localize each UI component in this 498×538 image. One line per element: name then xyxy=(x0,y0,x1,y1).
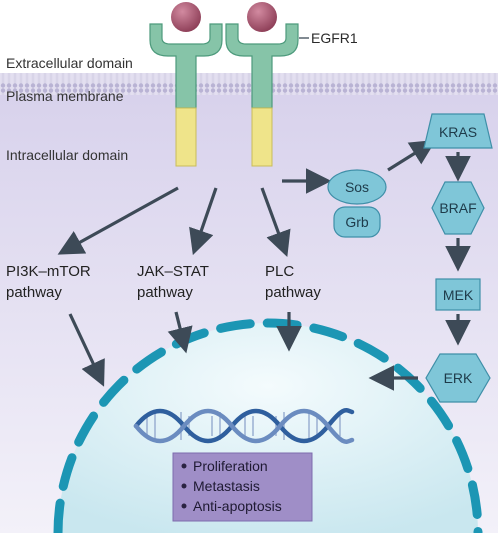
sos-label: Sos xyxy=(345,179,369,195)
jak-pathway-line1: JAK–STAT xyxy=(137,263,209,280)
extracellular-label: Extracellular domain xyxy=(6,55,133,71)
membrane-label: Plasma membrane xyxy=(6,88,124,104)
ligand-left xyxy=(171,2,201,32)
receptor-label: EGFR1 xyxy=(311,30,358,46)
braf-node: BRAF xyxy=(431,181,485,235)
grb-node: Grb xyxy=(333,206,381,238)
kras-node: KRAS xyxy=(423,113,493,149)
bullet-icon xyxy=(181,503,187,509)
plc-pathway-line1: PLC xyxy=(265,263,294,280)
ligand-right xyxy=(247,2,277,32)
bullet-icon xyxy=(181,463,187,469)
erk-label: ERK xyxy=(444,370,473,386)
plasma-membrane xyxy=(0,73,498,95)
arrow-to-plc xyxy=(260,187,291,258)
outcome-anti-apoptosis: Anti-apoptosis xyxy=(193,498,282,514)
arrow-pi3k-to-nucleus xyxy=(68,313,105,387)
receptor-right xyxy=(225,2,299,167)
sos-node: Sos xyxy=(327,169,387,205)
mek-node: MEK xyxy=(435,278,481,311)
arrow-to-pi3k xyxy=(57,186,179,255)
pi3k-pathway-line2: pathway xyxy=(6,284,62,301)
signal-arrows xyxy=(57,139,471,391)
intracellular-label: Intracellular domain xyxy=(6,147,128,163)
kras-label: KRAS xyxy=(439,124,477,140)
arrow-jak-to-nucleus xyxy=(167,311,193,354)
dna-helix xyxy=(133,408,355,444)
arrow-to-kras xyxy=(387,139,437,172)
mek-label: MEK xyxy=(443,287,474,303)
nuclear-envelope xyxy=(53,318,483,538)
pi3k-pathway-line1: PI3K–mTOR xyxy=(6,263,91,280)
arrow-to-jak xyxy=(189,187,218,256)
jak-pathway-line2: pathway xyxy=(137,284,193,301)
bullet-icon xyxy=(181,483,187,489)
plc-pathway-line2: pathway xyxy=(265,284,321,301)
outcome-metastasis: Metastasis xyxy=(193,478,260,494)
outcome-proliferation: Proliferation xyxy=(193,458,268,474)
receptor-left xyxy=(149,2,223,167)
erk-node: ERK xyxy=(425,353,491,403)
outcomes-box: Proliferation Metastasis Anti-apoptosis xyxy=(172,452,313,522)
grb-label: Grb xyxy=(345,214,369,230)
braf-label: BRAF xyxy=(439,200,476,216)
